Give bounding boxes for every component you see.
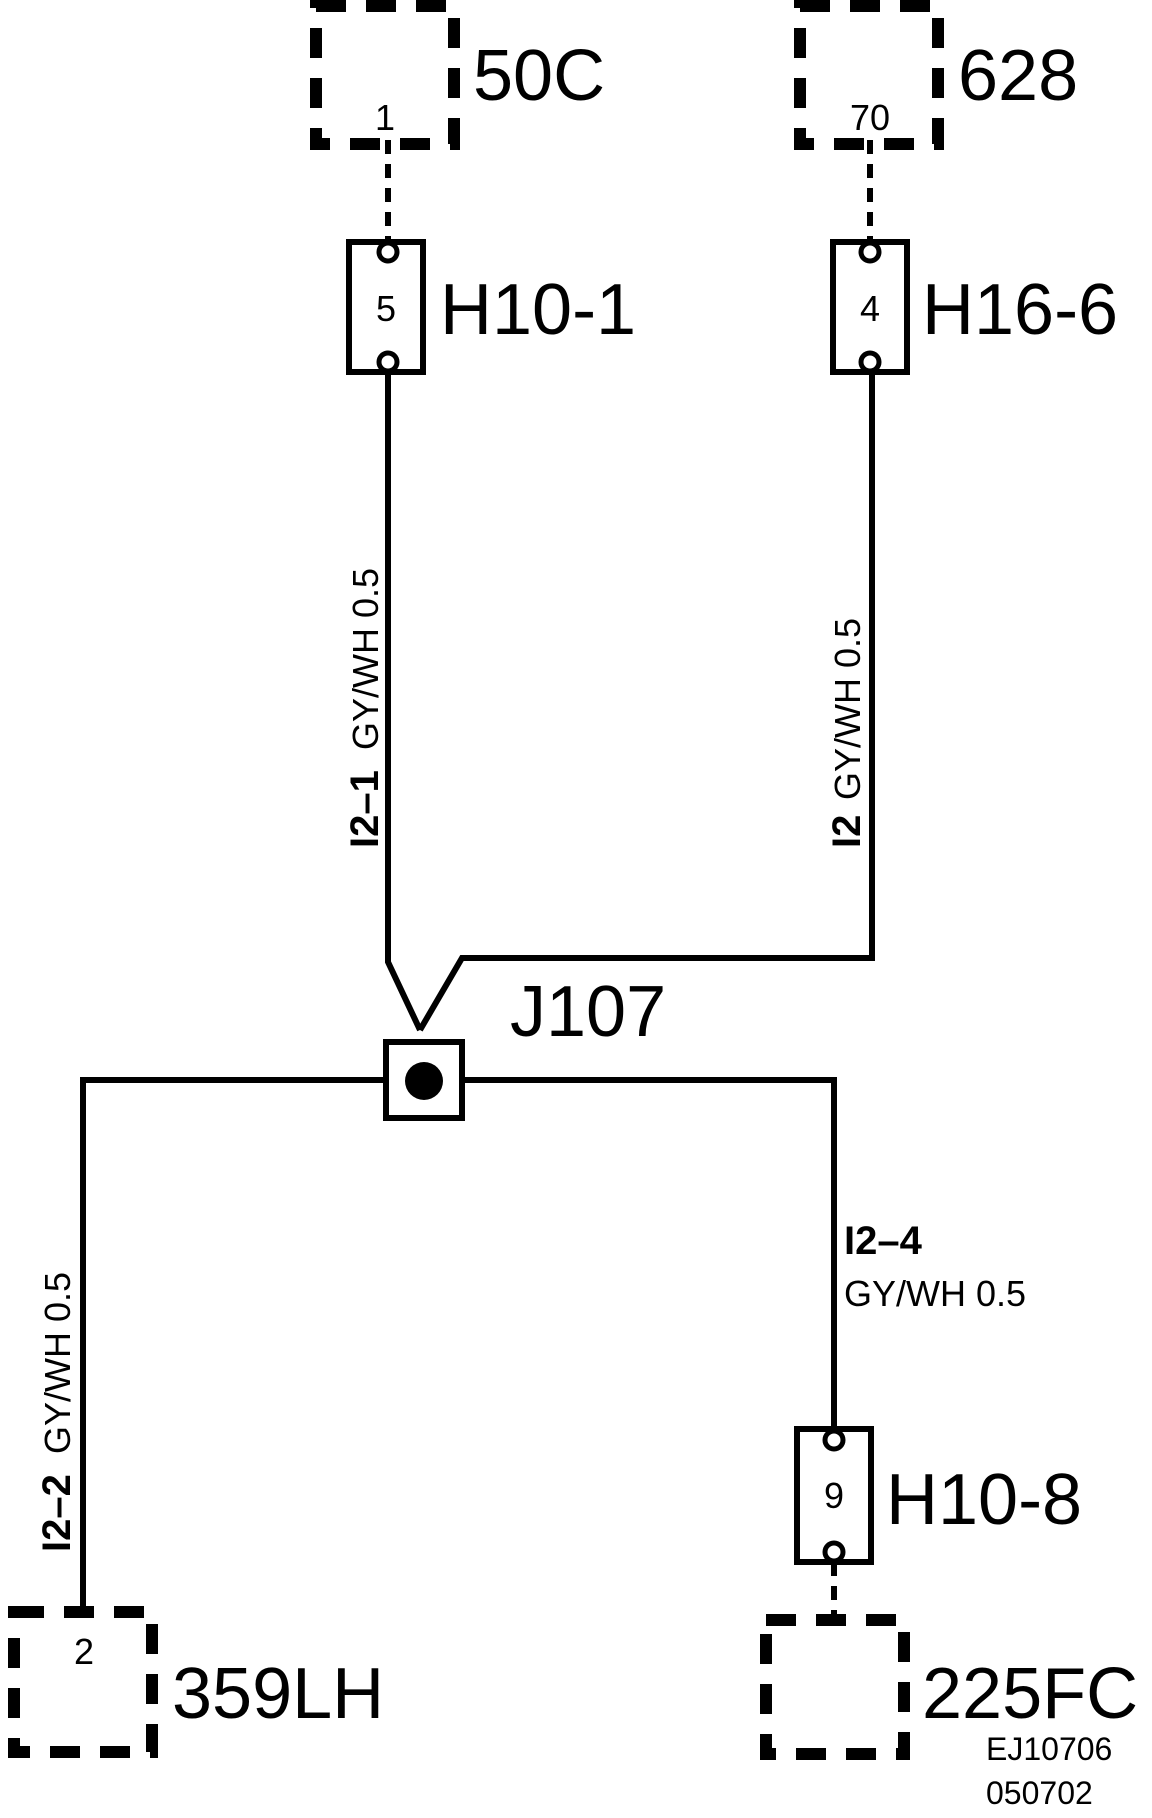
connector-h10-8-pin-bottom [822,1540,846,1564]
wire-i2-id: I2 [825,815,869,848]
component-359lh: 2 359LH [8,1606,384,1758]
wire-i2-spec: GY/WH 0.5 [827,618,868,800]
connector-h10-8-pin-number: 9 [824,1475,844,1516]
component-225fc-label: 225FC [922,1654,1138,1734]
connector-h10-1-pin-top [376,240,400,264]
component-50c-box [310,0,460,150]
component-628-pin: 70 [850,97,890,138]
wire-i2-4-id: I2–4 [844,1219,923,1263]
connector-h10-8-label: H10-8 [886,1460,1082,1540]
connector-h10-8-pin-top [822,1428,846,1452]
connector-h16-6-pin-number: 4 [860,288,880,329]
reference-date: 050702 [986,1775,1093,1811]
wire-i2 [417,371,875,1032]
wire-i2-labels: I2 GY/WH 0.5 [825,618,869,848]
connector-h10-1-pin-bottom [376,350,400,374]
component-628: 70 628 [794,0,1078,150]
junction-j107: J107 [80,972,834,1121]
connector-h10-1-pin-number: 5 [376,288,396,329]
wire-i2-2-spec: GY/WH 0.5 [37,1272,78,1454]
connector-h10-1-label: H10-1 [440,270,636,350]
wire-i2-1-id: I2–1 [343,770,387,848]
component-50c-label: 50C [473,36,605,116]
component-359lh-pin: 2 [74,1631,94,1672]
connector-h16-6-pin-bottom [858,350,882,374]
wire-i2-4-spec: GY/WH 0.5 [844,1273,1026,1314]
wire-i2-2-id: I2–2 [35,1474,79,1552]
wire-i2-1-spec: GY/WH 0.5 [345,568,386,750]
junction-j107-label: J107 [510,972,666,1052]
component-628-label: 628 [958,36,1078,116]
wire-i2-2-labels: I2–2 GY/WH 0.5 [35,1272,79,1552]
component-50c: 1 50C [310,0,605,150]
component-359lh-box [8,1606,158,1758]
wire-i2-1-labels: I2–1 GY/WH 0.5 [343,568,387,848]
component-359lh-label: 359LH [172,1654,384,1734]
junction-j107-dot [405,1062,443,1100]
connector-h10-1-box [346,239,426,375]
reference-code: EJ10706 [986,1731,1112,1767]
connector-h10-8: 9 H10-8 [794,1426,1082,1565]
component-628-box [794,0,944,150]
connector-h10-1: 5 H10-1 [346,239,636,375]
connector-h16-6-label: H16-6 [922,270,1118,350]
connector-h16-6: 4 H16-6 [830,239,1118,375]
wire-i2-1 [385,371,423,1032]
component-50c-pin: 1 [375,97,395,138]
component-225fc: 225FC [760,1614,1138,1760]
connector-h16-6-pin-top [858,240,882,264]
component-225fc-box [760,1614,910,1760]
